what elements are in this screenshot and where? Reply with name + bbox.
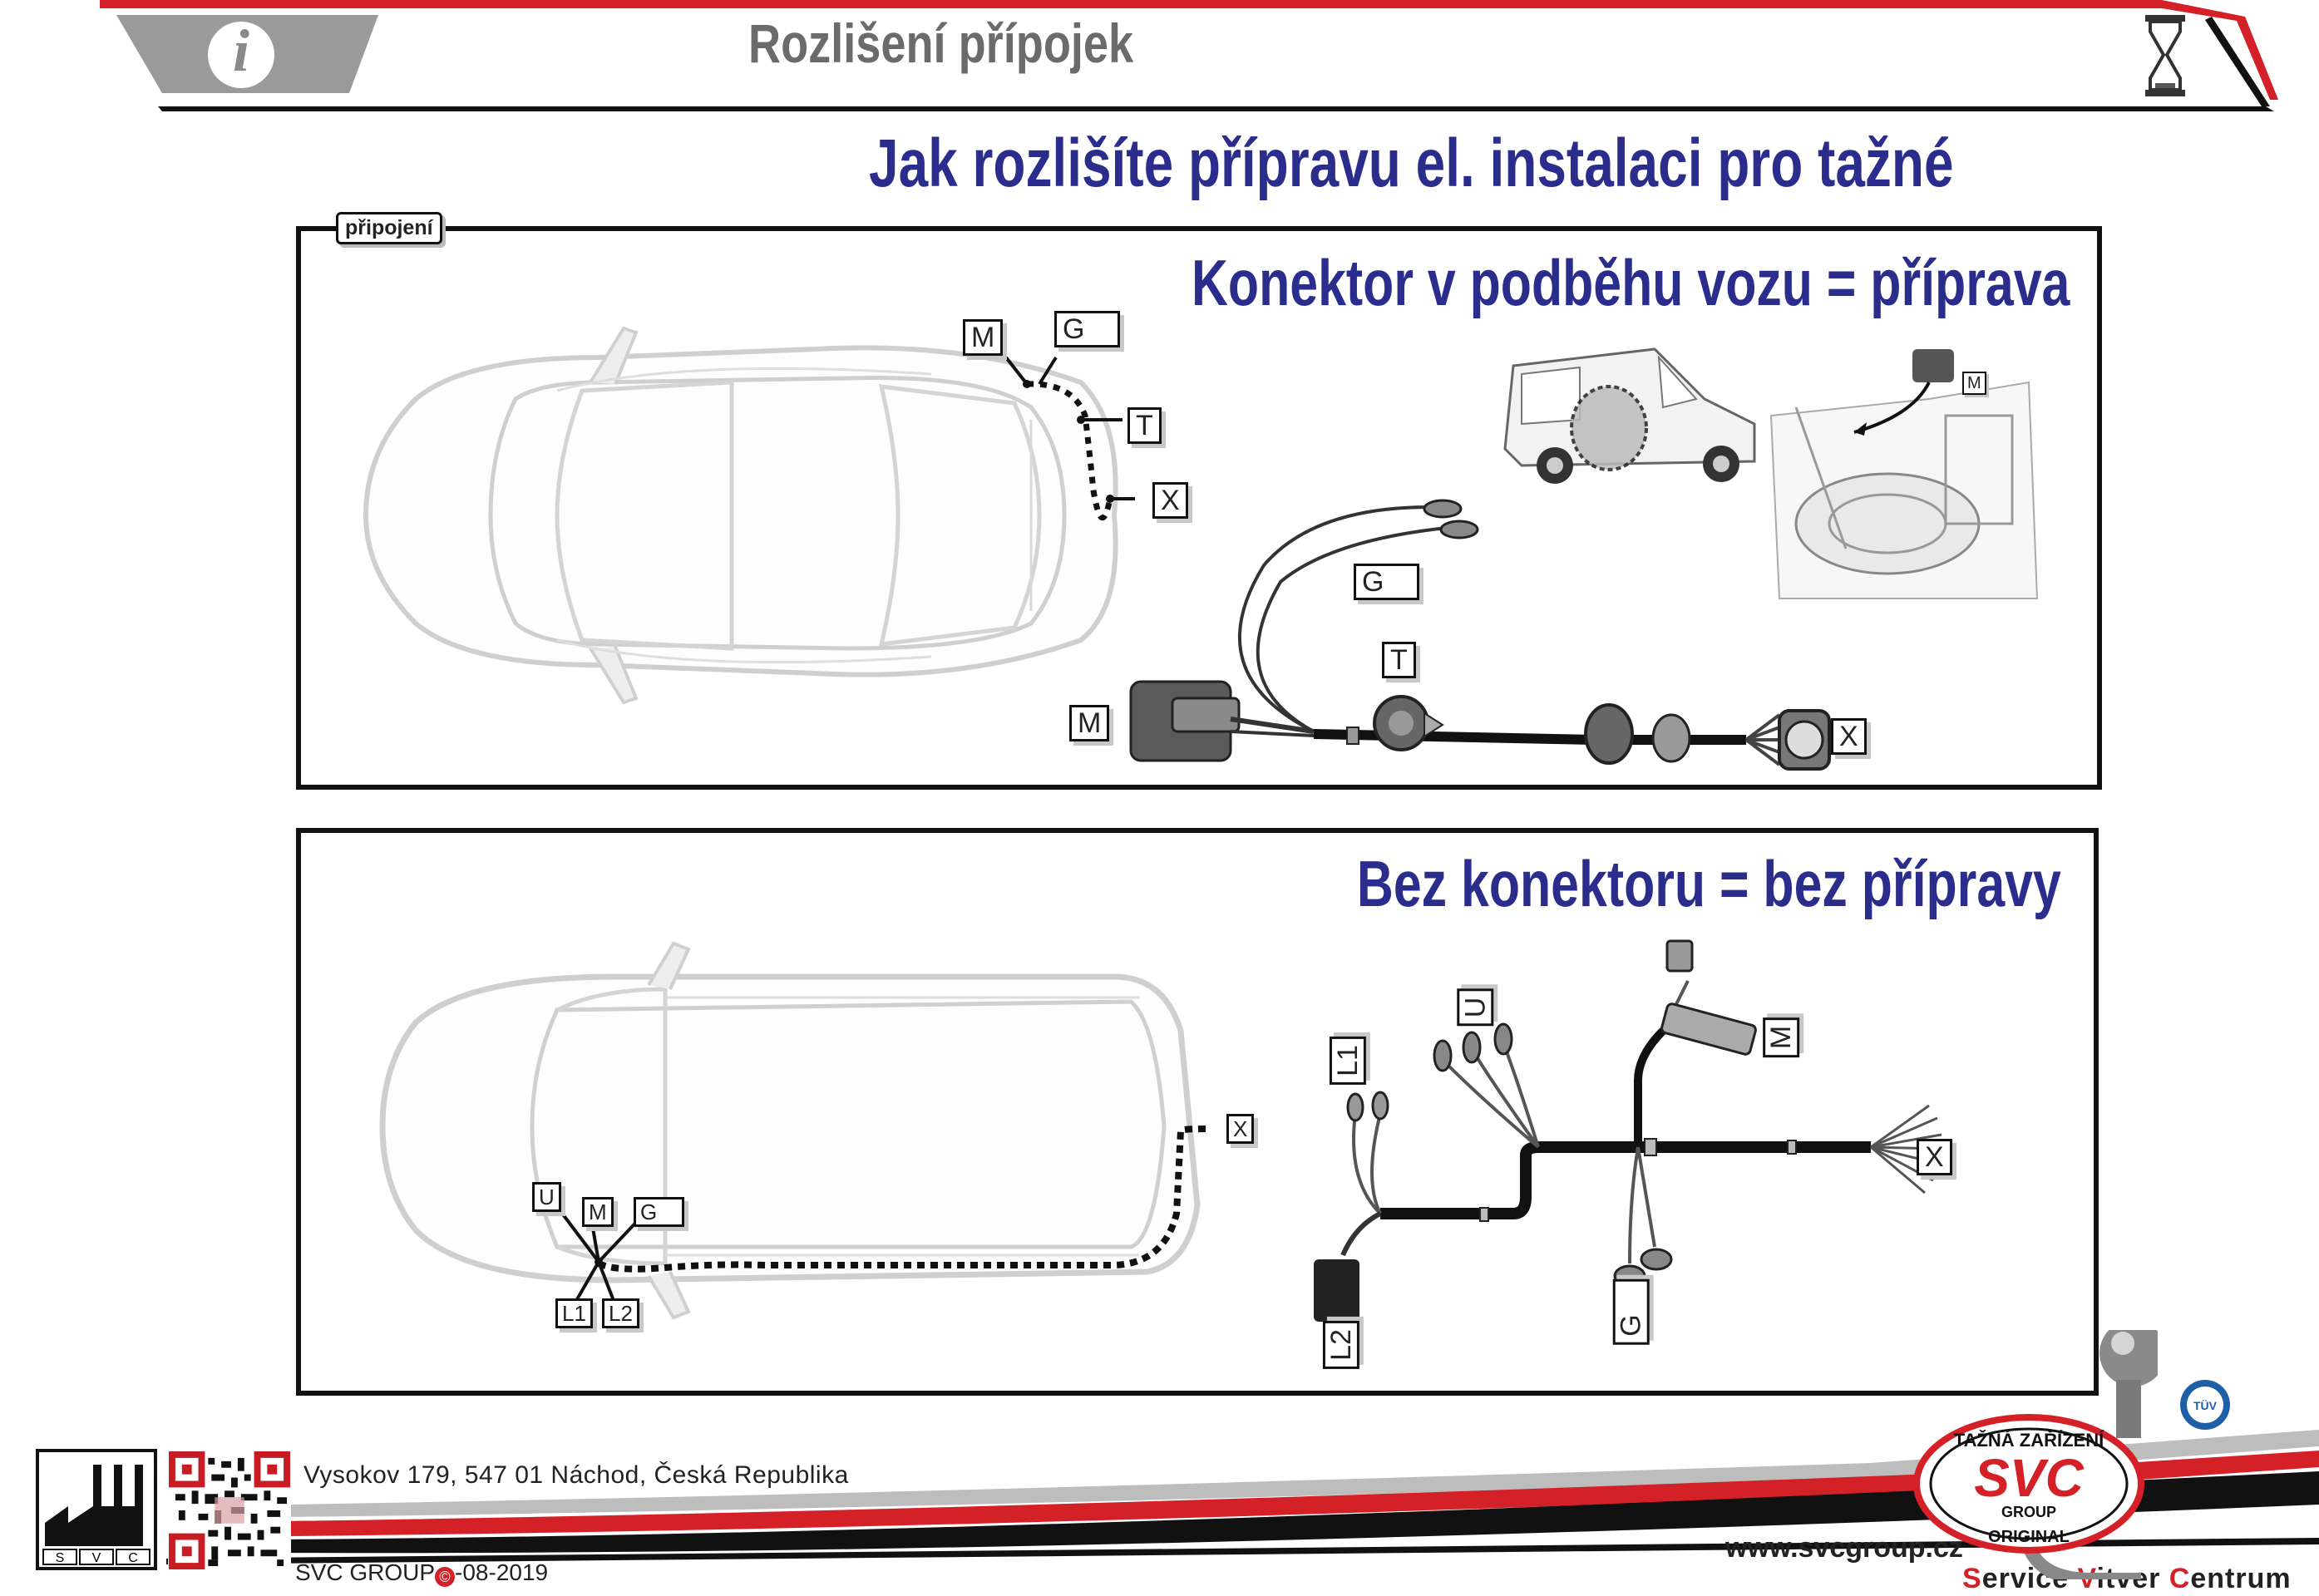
tuv-badge: TÜV (2180, 1380, 2230, 1430)
info-icon (208, 22, 274, 88)
label-L2-car: L2 (602, 1298, 639, 1328)
svg-text:ORIGINAL: ORIGINAL (1988, 1528, 2070, 1546)
footer-address: Vysokov 179, 547 01 Náchod, Česká Republ… (303, 1461, 849, 1489)
section2-title: Bez konektoru = bez přípravy (1357, 847, 2061, 920)
svg-text:TAŽNÁ ZAŘÍZENÍ: TAŽNÁ ZAŘÍZENÍ (1954, 1430, 2104, 1451)
svc-factory-logo: S V C (36, 1449, 157, 1570)
label-G-top: G (1054, 311, 1121, 347)
footer-stripes (166, 1430, 2319, 1564)
label-U-harness: U (1457, 988, 1494, 1027)
section1-title: Konektor v podběhu vozu = příprava (1191, 246, 2070, 319)
car-top-view-wagon (379, 941, 1206, 1320)
footer-copyright: SVC GROUP©-08-2019 (295, 1559, 548, 1587)
label-T-top: T (1127, 407, 1162, 444)
label-X-harness: X (1831, 718, 1867, 755)
copyright-prefix: SVC GROUP (295, 1559, 436, 1585)
panel-with-connector (296, 226, 2102, 790)
wheel-arch-illustration (1769, 349, 2039, 599)
svg-text:TÜV: TÜV (2193, 1399, 2218, 1412)
label-X-harness2: X (1917, 1139, 1952, 1175)
svc-original-seal: TAŽNÁ ZAŘÍZENÍ SVC GROUP ORIGINAL (1913, 1330, 2158, 1579)
car-top-view-sedan (363, 326, 1135, 705)
label-G-car: G (634, 1197, 685, 1227)
logo-letter-s: S (56, 1551, 65, 1565)
label-G-harness: G (1354, 564, 1420, 600)
label-M-wheel: M (1962, 372, 1986, 395)
header-title: Rozlišení přípojek (748, 12, 1134, 74)
qr-code[interactable] (168, 1451, 291, 1569)
label-L1-harness: L1 (1329, 1037, 1366, 1085)
label-M-top: M (963, 319, 1004, 356)
label-M-car: M (582, 1197, 614, 1227)
wiring-harness-with-connector (1129, 499, 1831, 771)
header-banner (100, 0, 2278, 111)
footer-website-link[interactable]: www.svcgroup.cz (1725, 1532, 1963, 1564)
svg-text:SVC: SVC (1974, 1448, 2084, 1508)
hourglass-icon (2145, 15, 2185, 96)
logo-letter-v: V (92, 1551, 101, 1565)
copyright-suffix: -08-2019 (455, 1559, 549, 1585)
label-X-top: X (1152, 482, 1188, 519)
main-title: Jak rozlišíte přípravu el. instalaci pro… (869, 126, 1954, 201)
label-M-harness2: M (1763, 1017, 1800, 1058)
panel-without-connector (296, 828, 2099, 1396)
info-icon-glyph: i (232, 17, 249, 84)
copyright-icon: © (435, 1567, 456, 1587)
panel-tag: připojení (336, 212, 442, 244)
label-U-car: U (532, 1182, 561, 1212)
svg-text:GROUP: GROUP (2001, 1504, 2056, 1520)
label-L2-harness: L2 (1322, 1321, 1359, 1369)
wiring-harness-without-connector (1314, 939, 1942, 1322)
logo-letter-c: C (128, 1551, 138, 1565)
label-X-car: X (1226, 1114, 1255, 1144)
label-L1-car: L1 (555, 1298, 593, 1328)
label-G-harness2: G (1612, 1278, 1650, 1345)
van-illustration (1503, 347, 1756, 484)
label-T-harness: T (1382, 642, 1416, 678)
label-M-harness: M (1069, 705, 1110, 741)
